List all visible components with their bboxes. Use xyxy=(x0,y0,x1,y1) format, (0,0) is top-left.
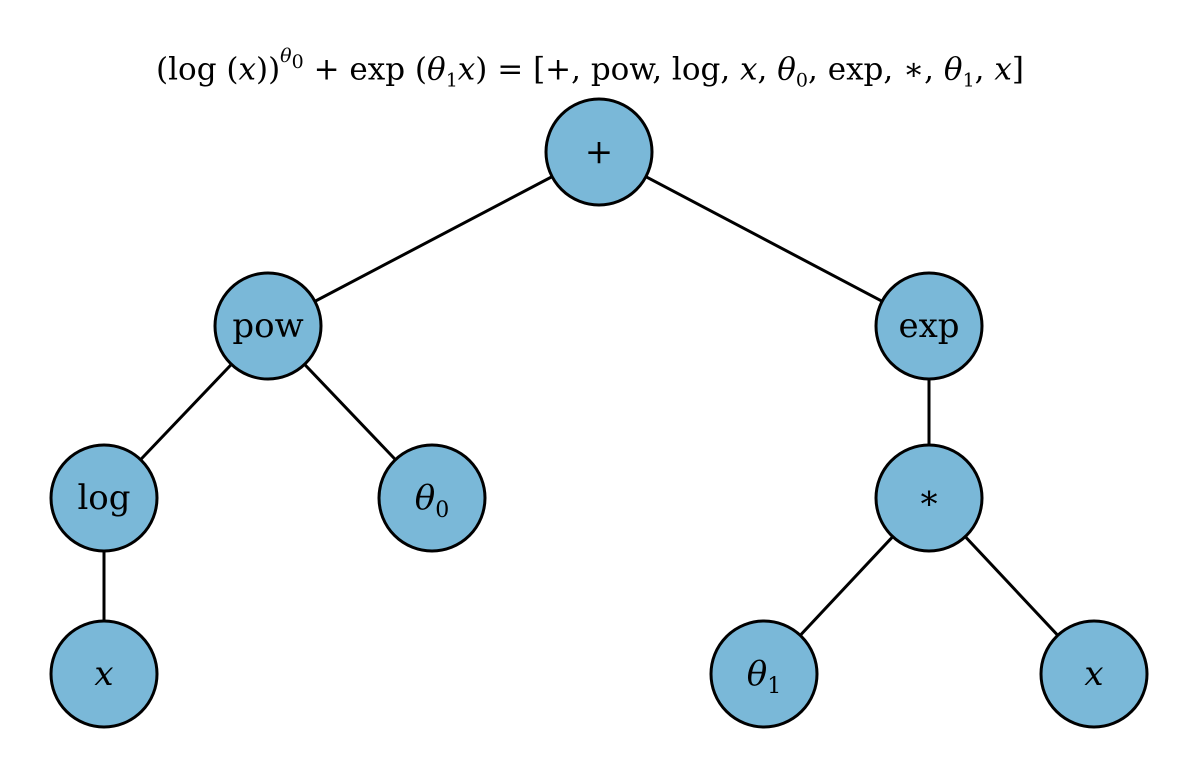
node-label: log xyxy=(77,478,130,518)
tree-node-x2: x xyxy=(1039,619,1149,729)
expression-title: (log (x))θ0 + exp (θ1x) = [+, pow, log, … xyxy=(0,40,1180,103)
title-text: x xyxy=(740,51,758,88)
node-circle xyxy=(544,97,654,207)
tree-node-plus: + xyxy=(544,97,654,207)
node-circle xyxy=(1039,619,1149,729)
node-circle xyxy=(49,619,159,729)
node-label: θ0 xyxy=(415,478,449,523)
node-label: ∗ xyxy=(917,478,940,518)
node-subscript: 0 xyxy=(435,498,449,523)
title-text: 1 xyxy=(445,69,458,92)
title-text: [+, pow, log, xyxy=(533,51,741,88)
tree-node-theta0: θ0 xyxy=(377,443,487,553)
node-label: + xyxy=(585,132,614,172)
tree-node-pow: pow xyxy=(213,271,323,381)
node-label: θ1 xyxy=(747,654,781,699)
title-text: , exp, ∗, xyxy=(808,51,944,88)
title-text: x xyxy=(238,51,256,88)
title-text: x xyxy=(994,51,1012,88)
node-label: x xyxy=(94,654,113,694)
title-text: , xyxy=(974,51,995,88)
title-text: )) xyxy=(255,51,281,88)
title-text: θ xyxy=(427,51,446,88)
tree-nodes: + pow exp log θ0 ∗ x θ1 x xyxy=(49,97,1149,729)
tree-edge-plus-exp xyxy=(598,150,930,328)
title-text: θ xyxy=(280,45,292,67)
node-label: exp xyxy=(898,306,959,346)
title-text: ) = xyxy=(475,51,534,88)
title-text: 0 xyxy=(795,69,809,92)
node-subscript: 1 xyxy=(767,674,781,699)
title-text: 1 xyxy=(962,69,975,92)
tree-edges xyxy=(102,150,1096,676)
node-circle xyxy=(377,443,487,553)
title-text: 0 xyxy=(291,51,304,73)
title-text: x xyxy=(457,51,476,88)
node-circle xyxy=(874,271,984,381)
node-circle xyxy=(709,619,819,729)
tree-node-x1: x xyxy=(49,619,159,729)
title-text: ] xyxy=(1011,51,1024,88)
tree-node-mul: ∗ xyxy=(874,443,984,553)
node-circle xyxy=(874,443,984,553)
title-text: θ xyxy=(943,51,963,88)
title-text: , xyxy=(757,51,778,88)
tree-node-exp: exp xyxy=(874,271,984,381)
title-text: + exp ( xyxy=(303,51,428,88)
node-label: pow xyxy=(232,306,303,346)
tree-node-log: log xyxy=(49,443,159,553)
node-circle xyxy=(49,443,159,553)
title-text: (log ( xyxy=(156,51,239,88)
node-circle xyxy=(213,271,323,381)
tree-node-theta1: θ1 xyxy=(709,619,819,729)
node-label: x xyxy=(1084,654,1103,694)
tree-edge-plus-pow xyxy=(267,150,600,328)
title-text: θ xyxy=(777,51,796,88)
